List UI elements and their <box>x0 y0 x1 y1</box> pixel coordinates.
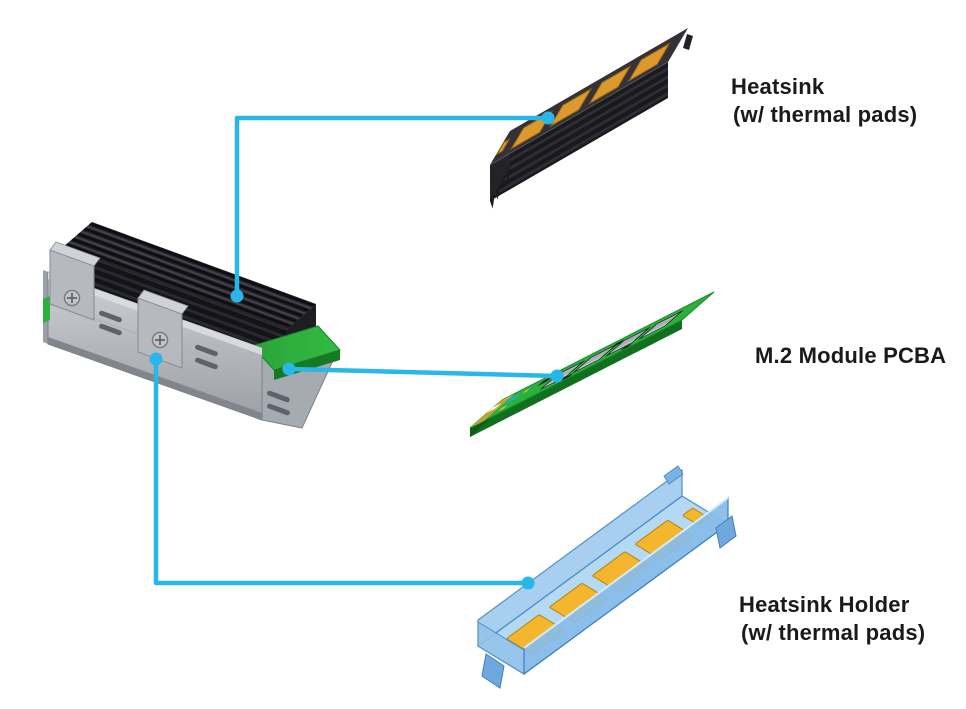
callout-dot <box>550 369 564 383</box>
screw-icon <box>63 289 81 307</box>
label-holder: Heatsink Holder (w/ thermal pads) <box>739 591 925 647</box>
assembled-module-illustration <box>43 222 341 429</box>
label-pcba-line1: M.2 Module PCBA <box>755 343 947 368</box>
passive-components <box>497 339 633 412</box>
vent-slots <box>98 310 290 416</box>
callout-dot <box>149 352 163 366</box>
callout-dot <box>521 576 535 590</box>
label-heatsink: Heatsink (w/ thermal pads) <box>731 73 917 129</box>
callout-dot <box>541 111 555 125</box>
callout-dot <box>230 289 244 303</box>
callout-line-holder <box>153 356 531 586</box>
pcb-edge-sliver <box>43 296 50 323</box>
heatsink-top-face <box>490 28 688 165</box>
heatsink-pin <box>683 34 693 50</box>
screw-icon <box>151 331 169 349</box>
callout-line-pcba <box>286 366 560 379</box>
heatsink-fin-face <box>490 62 668 201</box>
callout-pcba <box>282 362 564 383</box>
heatsink-illustration <box>490 28 693 213</box>
holder-illustration <box>478 466 736 688</box>
chip <box>604 326 652 357</box>
label-holder-line1: Heatsink Holder <box>739 592 910 617</box>
callout-dot <box>282 362 296 376</box>
chip <box>572 343 619 374</box>
assembled-heatsink-fins <box>62 222 316 330</box>
thermal-pads-yellow <box>506 505 713 654</box>
pcb-front-edge <box>470 320 682 437</box>
label-heatsink-line1: Heatsink <box>731 74 825 99</box>
callout-holder <box>149 352 535 590</box>
chip <box>637 309 684 341</box>
label-pcba: M.2 Module PCBA <box>755 342 946 370</box>
callout-heatsink <box>230 111 555 303</box>
callout-line-heatsink <box>234 115 551 299</box>
thermal-pads-orange <box>494 43 669 158</box>
holder-tabs <box>481 465 737 689</box>
label-heatsink-line2: (w/ thermal pads) <box>733 102 918 127</box>
pcba-illustration <box>469 292 714 437</box>
label-holder-line2: (w/ thermal pads) <box>741 620 926 645</box>
holder-clip-left <box>49 241 101 321</box>
edge-connector <box>470 394 515 428</box>
pcb-top-face <box>469 292 714 429</box>
